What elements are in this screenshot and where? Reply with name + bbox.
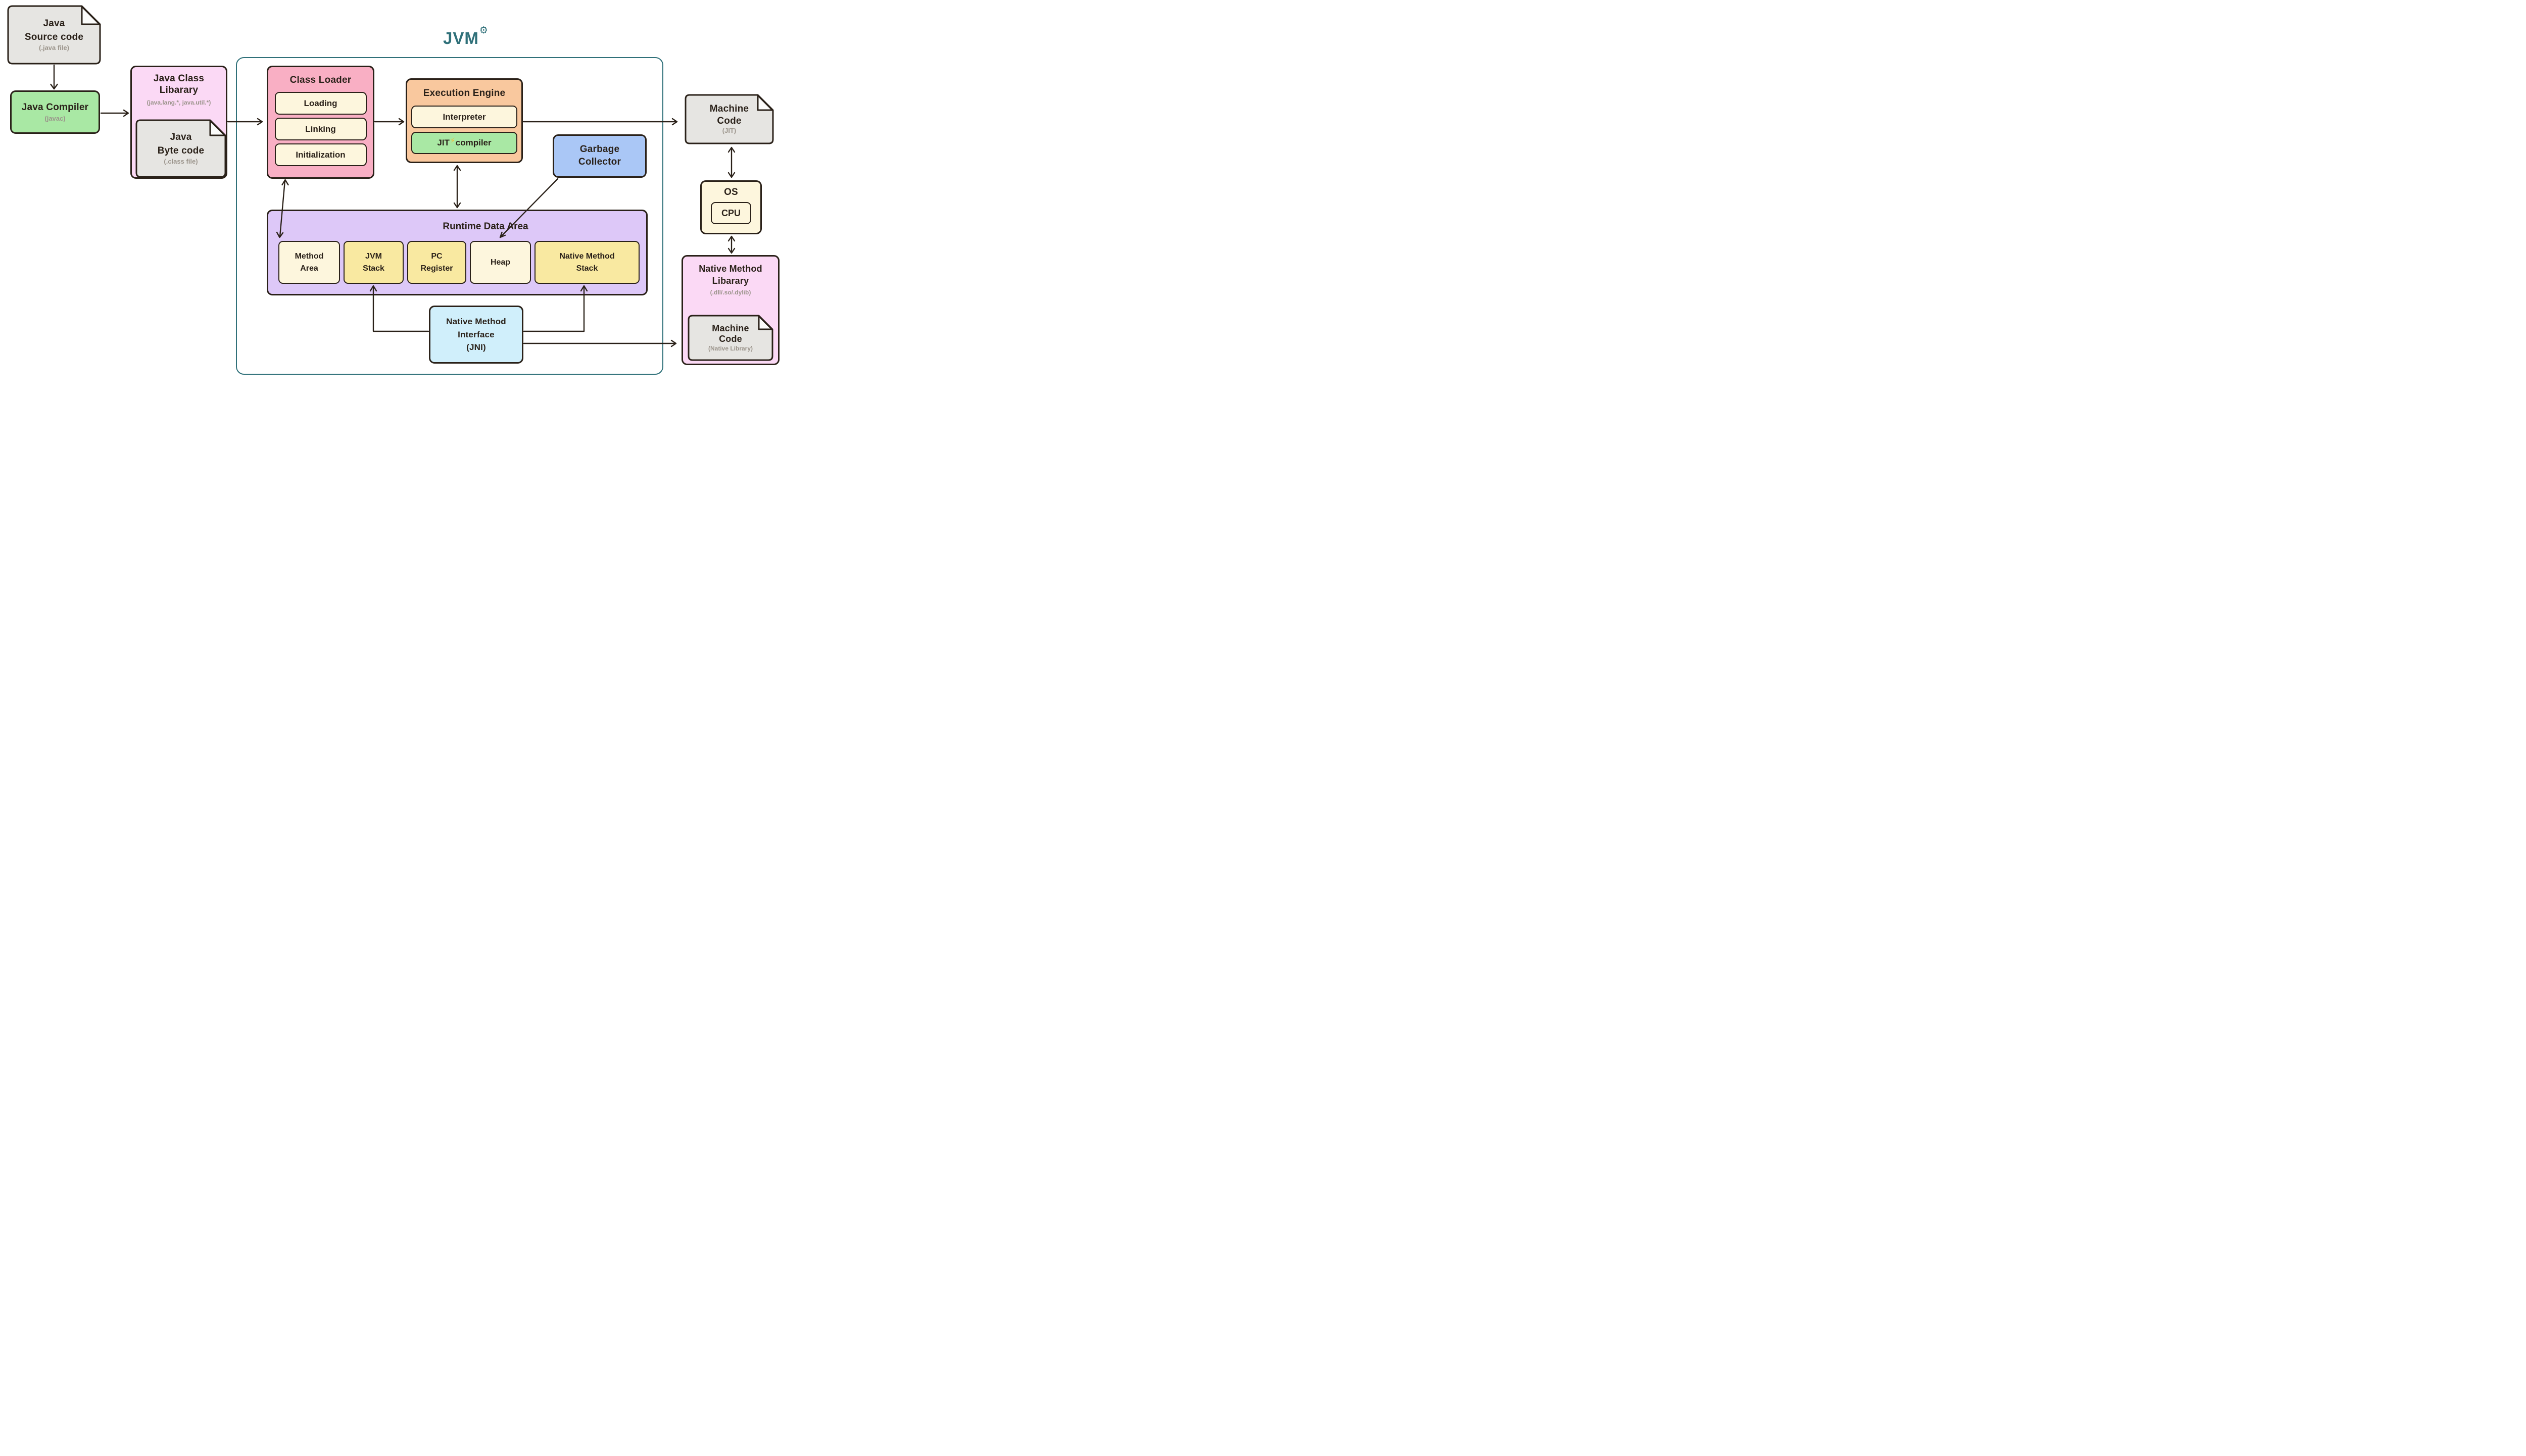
method-area-line2: Area xyxy=(300,264,318,273)
java-class-library-line1: Java Class xyxy=(153,73,205,84)
runtime-data-area-title: Runtime Data Area xyxy=(443,221,528,232)
class-loader-item-initialization: Initialization xyxy=(274,143,367,167)
arrow-source-to-compiler xyxy=(50,64,58,90)
class-loader-title: Class Loader xyxy=(289,75,352,85)
native-method-library-line2: Libarary xyxy=(712,276,749,286)
jit-compiler-box: JIT⚡compiler xyxy=(411,132,517,155)
machine-code-jit-line2: Code xyxy=(717,115,742,126)
interpreter-label: Interpreter xyxy=(443,112,486,122)
java-byte-code-line2: Byte code xyxy=(157,145,205,156)
cpu-label: CPU xyxy=(721,208,741,218)
class-loader-node: Class Loader Loading Linking Initializat… xyxy=(267,66,374,179)
jvm-title: JVM⚙ xyxy=(443,25,489,48)
method-area-line1: Method xyxy=(295,252,324,261)
class-loader-item-linking: Linking xyxy=(274,118,367,141)
folded-corner xyxy=(81,6,101,25)
lightning-icon: ⚡ xyxy=(450,136,455,144)
linking-label: Linking xyxy=(305,124,336,134)
execution-engine-node: Execution Engine Interpreter JIT⚡compile… xyxy=(406,78,523,163)
jni-line2: Interface xyxy=(458,329,495,339)
jni-line1: Native Method xyxy=(446,317,506,327)
gear-icon: ⚙ xyxy=(479,25,489,36)
native-method-library-subtitle: (.dll/.so/.dylib) xyxy=(710,288,751,296)
heap-cell: Heap xyxy=(470,241,531,284)
machine-code-jit-subtitle: (JIT) xyxy=(722,127,737,135)
jvm-stack-line1: JVM xyxy=(365,252,382,261)
loading-label: Loading xyxy=(304,98,337,108)
jit-label: JIT xyxy=(437,138,450,148)
folded-corner xyxy=(209,120,226,136)
heap-label: Heap xyxy=(490,258,511,267)
execution-engine-title: Execution Engine xyxy=(423,88,506,98)
arrow-os-nativelibrary-bidirectional xyxy=(727,235,736,254)
folded-corner xyxy=(758,315,773,330)
jvm-stack-cell: JVM Stack xyxy=(344,241,404,284)
java-source-code-node: Java Source code (.java file) xyxy=(7,5,101,65)
document-shape xyxy=(685,94,774,144)
native-method-interface-node: Native Method Interface (JNI) xyxy=(429,306,523,364)
initialization-label: Initialization xyxy=(296,149,346,160)
os-title: OS xyxy=(724,187,738,197)
pc-register-line1: PC xyxy=(431,252,443,261)
machine-code-jit-node: Machine Code (JIT) xyxy=(685,94,774,144)
document-shape xyxy=(7,5,101,65)
jvm-architecture-diagram: JVM⚙ Java Source code (.java file) Java … xyxy=(0,0,788,381)
machine-code-native-line1: Machine xyxy=(712,323,749,333)
jvm-stack-line2: Stack xyxy=(363,264,384,273)
cpu-box: CPU xyxy=(711,202,751,225)
garbage-collector-line2: Collector xyxy=(578,157,621,167)
java-compiler-subtitle: (javac) xyxy=(44,114,66,122)
jni-line3: (JNI) xyxy=(466,342,486,353)
java-compiler-label: Java Compiler xyxy=(21,102,89,113)
os-node: OS CPU xyxy=(700,180,762,234)
class-loader-item-loading: Loading xyxy=(274,92,367,115)
native-method-library-line1: Native Method xyxy=(699,264,762,274)
machine-code-jit-line1: Machine xyxy=(709,103,749,114)
machine-code-native-line2: Code xyxy=(719,334,742,344)
java-source-line2: Source code xyxy=(24,31,84,42)
java-class-library-line2: Libarary xyxy=(159,85,199,96)
native-method-stack-line2: Stack xyxy=(576,264,598,273)
method-area-cell: Method Area xyxy=(278,241,340,284)
pc-register-cell: PC Register xyxy=(407,241,466,284)
machine-code-native-subtitle: (Native Library) xyxy=(708,344,753,352)
document-shape xyxy=(135,119,226,178)
machine-code-native-node: Machine Code (Native Library) xyxy=(688,315,773,361)
folded-corner xyxy=(757,94,773,111)
java-source-line1: Java xyxy=(43,18,65,29)
java-compiler-node: Java Compiler (javac) xyxy=(10,90,100,134)
native-method-stack-cell: Native Method Stack xyxy=(535,241,640,284)
java-byte-code-line1: Java xyxy=(170,132,192,143)
jvm-title-label: JVM xyxy=(443,29,479,47)
jvm-container-frame xyxy=(236,57,663,375)
java-byte-code-node: Java Byte code (.class file) xyxy=(135,119,226,178)
pc-register-line2: Register xyxy=(420,264,453,273)
document-shape xyxy=(688,315,773,361)
garbage-collector-line1: Garbage xyxy=(579,144,620,155)
compiler-label: compiler xyxy=(455,138,492,148)
garbage-collector-node: Garbage Collector xyxy=(553,134,647,178)
java-source-subtitle: (.java file) xyxy=(39,43,69,52)
java-class-library-subtitle: (java.lang.*, java.util.*) xyxy=(147,99,211,107)
native-method-stack-line1: Native Method xyxy=(559,252,615,261)
arrow-machinecode-os-bidirectional xyxy=(727,146,736,178)
arrow-compiler-to-library xyxy=(100,109,129,117)
interpreter-box: Interpreter xyxy=(411,106,517,129)
java-byte-code-subtitle: (.class file) xyxy=(164,157,198,165)
